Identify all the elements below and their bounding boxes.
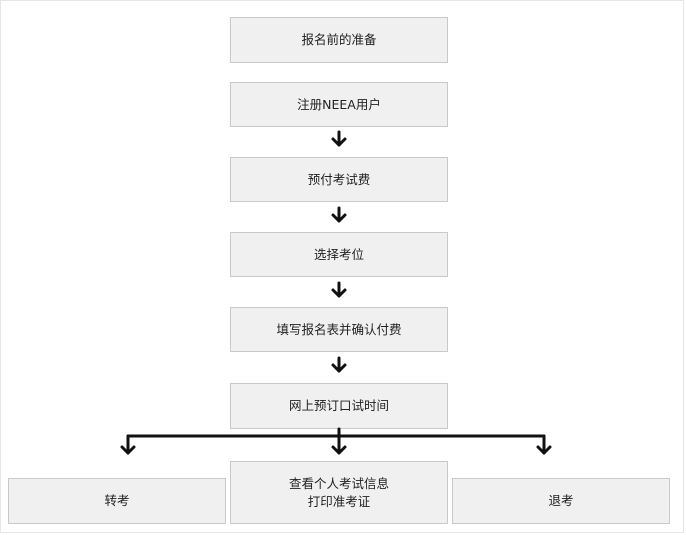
branch-label-line2: 打印准考证: [307, 493, 371, 509]
arrow-down-icon: [331, 281, 347, 298]
step-label: 网上预订口试时间: [288, 398, 389, 413]
step-label: 选择考位: [313, 246, 364, 262]
branch-transfer-exam: 转考: [8, 478, 226, 524]
step-prepay-fee: 预付考试费: [230, 157, 448, 202]
step-book-oral-test: 网上预订口试时间: [230, 383, 448, 429]
arrow-down-icon: [331, 206, 347, 223]
step-label: 报名前的准备: [301, 32, 377, 47]
step-select-seat: 选择考位: [230, 232, 448, 277]
arrow-down-icon: [120, 445, 136, 455]
step-label: 注册NEEA用户: [297, 96, 381, 112]
branch-connector: [126, 427, 546, 455]
branch-label: 退考: [548, 493, 574, 508]
branch-label: 转考: [104, 493, 130, 508]
step-label: 填写报名表并确认付费: [276, 321, 402, 337]
branch-label-line1: 查看个人考试信息: [288, 475, 389, 491]
branch-withdraw-exam: 退考: [452, 478, 670, 524]
branch-view-info-print-ticket: 查看个人考试信息 打印准考证: [230, 461, 448, 524]
arrow-down-icon: [331, 445, 347, 455]
step-register-neea: 注册NEEA用户: [230, 82, 448, 127]
step-fill-form-confirm-payment: 填写报名表并确认付费: [230, 307, 448, 352]
arrow-down-icon: [536, 445, 552, 455]
arrow-down-icon: [331, 356, 347, 373]
step-preparation: 报名前的准备: [230, 17, 448, 63]
arrow-down-icon: [331, 130, 347, 147]
step-label: 预付考试费: [307, 171, 371, 187]
